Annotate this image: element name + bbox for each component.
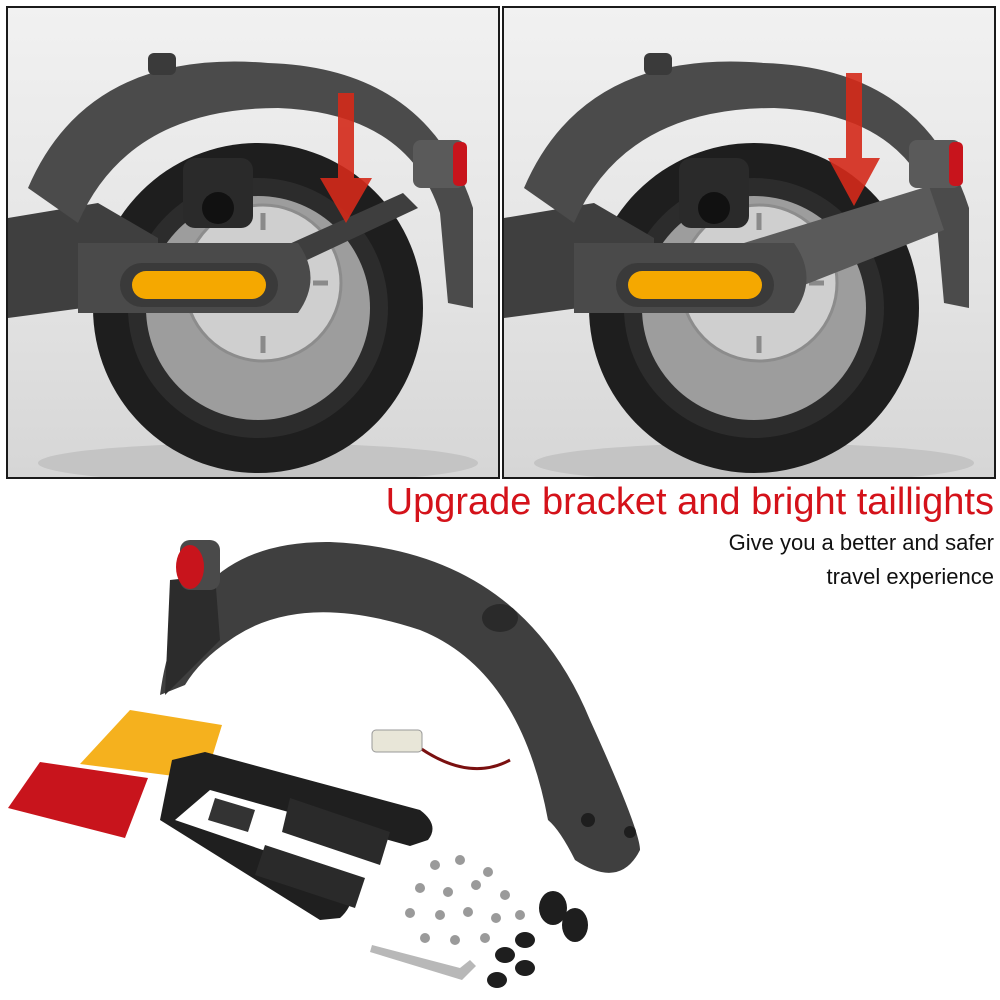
headline: Upgrade bracket and bright taillights bbox=[385, 481, 994, 523]
taillight bbox=[949, 142, 963, 186]
fender bbox=[28, 61, 473, 308]
scooter-rear-wheel-before bbox=[8, 53, 478, 477]
subtext-line-2: travel experience bbox=[826, 564, 994, 589]
screw-set bbox=[405, 855, 525, 945]
spacer-block bbox=[208, 798, 255, 832]
product-kit-illustration bbox=[8, 540, 640, 988]
scooter-rear-wheel-after bbox=[504, 53, 974, 477]
arrow-down-icon bbox=[320, 93, 372, 223]
fender-part bbox=[160, 541, 640, 873]
reflector bbox=[628, 271, 762, 299]
rubber-plugs bbox=[487, 891, 588, 988]
mount-plate bbox=[255, 845, 365, 908]
allen-key bbox=[370, 945, 476, 980]
red-reflector-film bbox=[8, 762, 148, 838]
taillight-part bbox=[176, 545, 204, 589]
mount-plate bbox=[282, 798, 390, 865]
before-photo-panel bbox=[6, 6, 500, 479]
subtext-line-1: Give you a better and safer bbox=[728, 530, 994, 555]
bracket-part bbox=[160, 752, 433, 920]
arrow-down-icon bbox=[828, 73, 880, 206]
reflector bbox=[132, 271, 266, 299]
taillight bbox=[453, 142, 467, 186]
after-photo-panel bbox=[502, 6, 996, 479]
